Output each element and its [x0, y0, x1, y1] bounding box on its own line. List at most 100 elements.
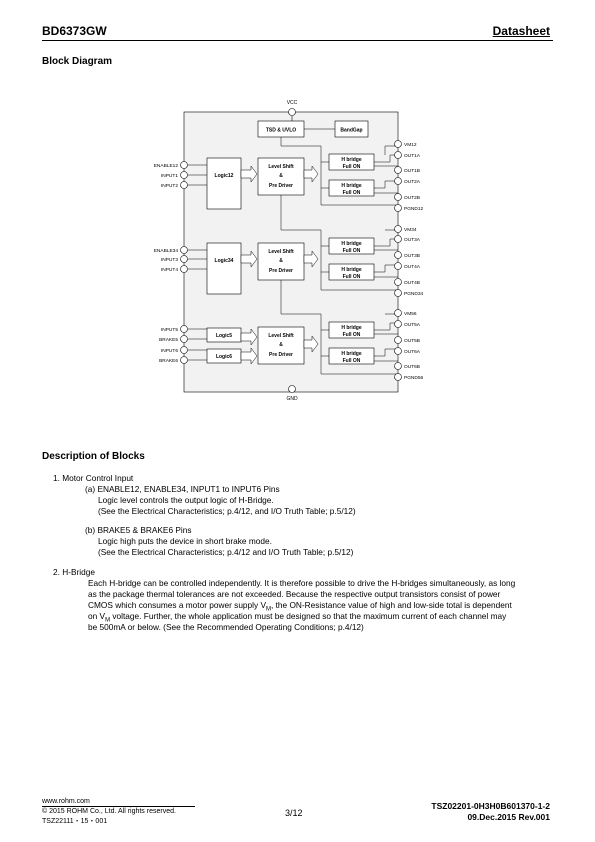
left-pin-label-3: ENABLE34: [154, 248, 179, 254]
svg-text:Full ON: Full ON: [343, 164, 361, 170]
item1a-line2: (See the Electrical Characteristics; p.4…: [98, 506, 356, 516]
tsd-uvlo-label: TSD & UVLO: [266, 128, 296, 134]
right-pin-label-15: OUT6A: [404, 349, 421, 355]
right-pin-5: [394, 204, 402, 212]
left-pin-8: [180, 346, 188, 354]
right-pin-8: [394, 251, 402, 259]
left-pin-label-5: INPUT4: [161, 267, 178, 273]
right-pin-0: [394, 140, 402, 148]
right-pin-1: [394, 151, 402, 159]
level-shift-3: Level Shift & Pre Driver: [257, 326, 305, 365]
item1b-line2: (See the Electrical Characteristics; p.4…: [98, 547, 354, 557]
right-pin-label-10: OUT4B: [404, 280, 420, 286]
item2-line1: Each H-bridge can be controlled independ…: [88, 578, 516, 588]
description-title: Description of Blocks: [42, 451, 145, 462]
left-pin-label-6: INPUT5: [161, 327, 178, 333]
block-diagram-title: Block Diagram: [42, 56, 113, 67]
h-bridge-4: H bridge Full ON: [328, 263, 375, 281]
h-bridge-3: H bridge Full ON: [328, 237, 375, 255]
left-pin-label-4: INPUT3: [161, 257, 178, 263]
right-pin-3: [394, 177, 402, 185]
right-pin-label-3: OUT2A: [404, 179, 421, 185]
right-pin-label-11: PGND34: [404, 291, 424, 297]
svg-text:Pre Driver: Pre Driver: [269, 352, 293, 358]
right-pin-label-8: OUT3B: [404, 253, 420, 259]
svg-text:Level Shift: Level Shift: [268, 249, 294, 255]
level-shift-2: Level Shift & Pre Driver: [257, 242, 305, 281]
left-pin-1: [180, 171, 188, 179]
svg-text:Pre Driver: Pre Driver: [269, 183, 293, 189]
footer-website[interactable]: www.rohm.com: [42, 798, 90, 805]
h-bridge-5: H bridge Full ON: [328, 321, 375, 339]
left-pin-5: [180, 265, 188, 273]
item1a-line1: Logic level controls the output logic of…: [98, 495, 274, 505]
right-pin-16: [394, 362, 402, 370]
right-pin-2: [394, 166, 402, 174]
right-pin-label-17: PGND56: [404, 375, 424, 381]
svg-text:Full ON: Full ON: [343, 274, 361, 280]
right-pin-4: [394, 193, 402, 201]
footer-divider: [42, 806, 195, 807]
right-pin-label-9: OUT4A: [404, 264, 421, 270]
svg-text:Level Shift: Level Shift: [268, 164, 294, 170]
h-bridge-6: H bridge Full ON: [328, 347, 375, 365]
bandgap-label: BandGap: [340, 128, 362, 134]
doc-number: TSZ02201-0H3H0B601370-1-2: [431, 801, 550, 811]
right-pin-7: [394, 235, 402, 243]
right-pin-label-5: PGND12: [404, 206, 424, 212]
item2-line2: as the package thermal tolerances are no…: [88, 589, 501, 599]
svg-text:Full ON: Full ON: [343, 332, 361, 338]
header-divider: [42, 40, 553, 41]
svg-text:&: &: [279, 173, 283, 179]
left-pin-6: [180, 325, 188, 333]
left-pin-label-7: BRAKE5: [159, 337, 178, 343]
logic6-label: Logic6: [216, 354, 232, 360]
right-pin-6: [394, 225, 402, 233]
right-pin-label-1: OUT1A: [404, 153, 421, 159]
item1b-title: (b) BRAKE5 & BRAKE6 Pins: [85, 525, 192, 535]
item1b-line1: Logic high puts the device in short brak…: [98, 536, 272, 546]
left-pin-4: [180, 255, 188, 263]
gnd-pin: [288, 385, 296, 393]
right-pin-label-13: OUT5A: [404, 322, 421, 328]
date-rev: 09.Dec.2015 Rev.001: [467, 812, 550, 822]
svg-text:&: &: [279, 258, 283, 264]
svg-text:H bridge: H bridge: [341, 267, 361, 273]
block-diagram: VCC GND TSD & UVLO BandGap Logic12 Logic…: [154, 100, 424, 402]
footer-copyright: © 2015 ROHM Co., Ltd. All rights reserve…: [42, 808, 176, 815]
svg-text:Full ON: Full ON: [343, 358, 361, 364]
right-pin-15: [394, 347, 402, 355]
left-pin-label-0: ENABLE12: [154, 163, 179, 169]
vcc-pin: [288, 108, 296, 116]
doc-type: Datasheet: [492, 24, 550, 38]
right-pin-11: [394, 289, 402, 297]
footer-code: TSZ22111・15・001: [42, 818, 108, 825]
svg-text:&: &: [279, 342, 283, 348]
logic34-block: [206, 242, 242, 295]
right-pin-10: [394, 278, 402, 286]
item2-line5: be 500mA or below. (See the Recommended …: [88, 622, 364, 632]
right-pin-label-14: OUT5B: [404, 338, 420, 344]
svg-text:Level Shift: Level Shift: [268, 333, 294, 339]
right-pin-14: [394, 336, 402, 344]
item2-title: 2. H-Bridge: [53, 567, 95, 577]
logic5-label: Logic5: [216, 333, 232, 339]
svg-text:H bridge: H bridge: [341, 241, 361, 247]
level-shift-1: Level Shift & Pre Driver: [257, 157, 305, 196]
svg-text:H bridge: H bridge: [341, 183, 361, 189]
svg-text:H bridge: H bridge: [341, 351, 361, 357]
svg-text:H bridge: H bridge: [341, 157, 361, 163]
left-pins: ENABLE12INPUT1INPUT2ENABLE34INPUT3INPUT4…: [154, 161, 188, 364]
right-pin-12: [394, 309, 402, 317]
left-pin-7: [180, 335, 188, 343]
item2-line3: CMOS which consumes a motor power supply…: [88, 600, 512, 613]
right-pin-9: [394, 262, 402, 270]
left-pin-label-2: INPUT2: [161, 183, 178, 189]
logic12-label: Logic12: [215, 173, 234, 179]
right-pins: VM12OUT1AOUT1BOUT2AOUT2BPGND12VM34OUT3AO…: [394, 140, 424, 381]
left-pin-9: [180, 356, 188, 364]
right-pin-label-2: OUT1B: [404, 168, 420, 174]
gnd-label: GND: [286, 396, 298, 402]
vcc-label: VCC: [287, 100, 298, 106]
svg-text:Full ON: Full ON: [343, 190, 361, 196]
